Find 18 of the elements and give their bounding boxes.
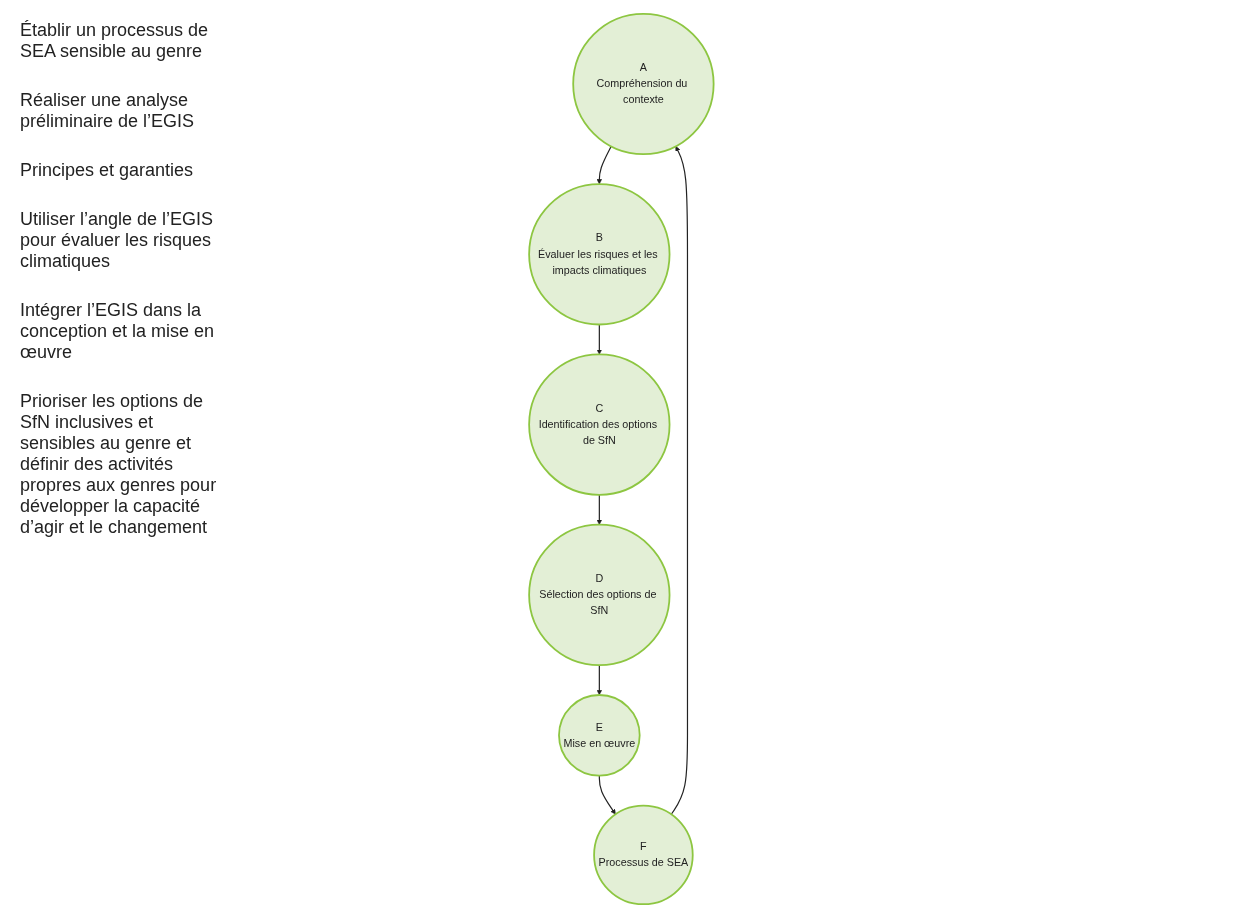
arrow — [596, 145, 612, 185]
arrow — [598, 775, 616, 815]
center-label: Prioriser les options de SfN inclusives et sensibles au genre et définir des activités propres aux genres pour développer la capacité d’agir et le changement — [20, 391, 218, 538]
arrow — [596, 323, 602, 355]
center-label: Utiliser l’angle de l’EGIS pour évaluer les risques climatiques — [20, 209, 215, 272]
node-circle: A Compréhension du contexte — [571, 12, 715, 156]
node-circle: D Sélection des options de SfN — [527, 523, 671, 666]
node-circle: B Évaluer les risques et les impacts climatiques — [527, 183, 671, 326]
center-label: Intégrer l’EGIS dans la conception et la mise en œuvre — [20, 300, 216, 363]
center-label: Principes et garanties — [20, 160, 195, 181]
node-circle: E Mise en œuvre — [557, 694, 641, 777]
arrow — [596, 494, 602, 525]
arrow — [596, 664, 602, 696]
center-label: Établir un processus de SEA sensible au genre — [20, 20, 210, 62]
node-circle: C Identification des options de SfN — [527, 353, 671, 496]
arrow — [670, 146, 688, 815]
center-label: Réaliser une analyse préliminaire de l’EGIS — [20, 90, 196, 132]
node-circle: F Processus de SEA — [592, 804, 694, 906]
